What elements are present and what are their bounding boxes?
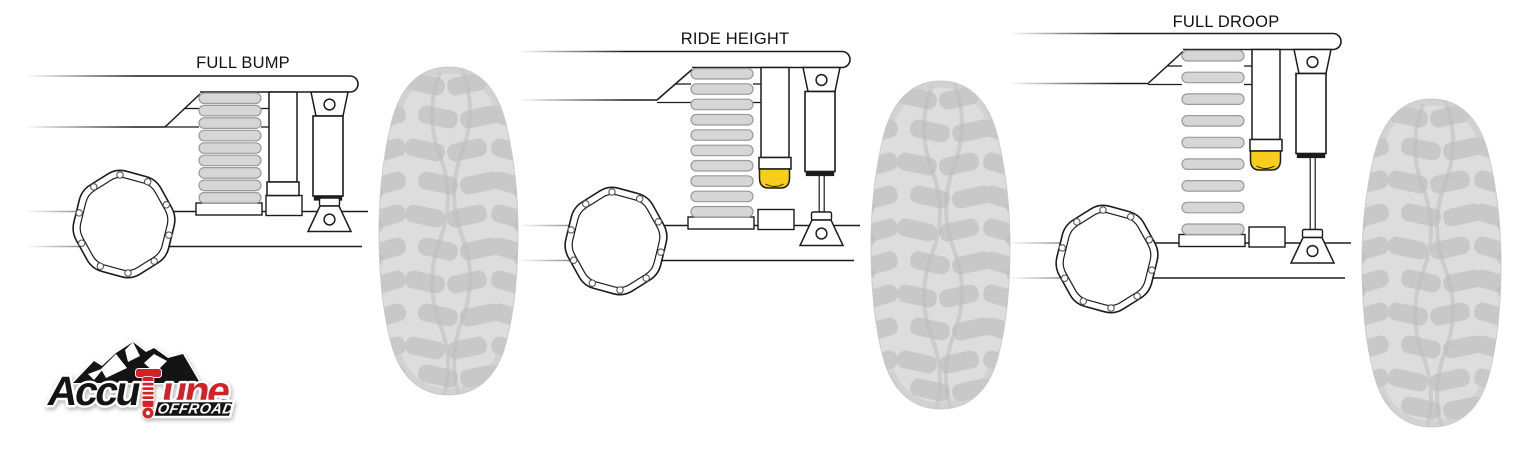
bump-stop: [1249, 48, 1283, 171]
bump-stop: [758, 66, 792, 189]
shock-absorber: [1289, 48, 1336, 264]
differential-cover: [564, 186, 668, 296]
panel-title-ride-height: RIDE HEIGHT: [680, 30, 790, 48]
panel-title-full-droop: FULL DROOP: [1172, 13, 1280, 31]
coil-spring: [198, 92, 262, 204]
logo-mountain-icon: [71, 340, 202, 385]
panel-title-full-bump: FULL BUMP: [196, 54, 290, 72]
suspension-panel-2: [1008, 32, 1511, 441]
logo-text-offroad: OFFROAD: [156, 402, 235, 418]
coil-spring: [690, 67, 754, 218]
logo-shock-icon: [135, 368, 162, 420]
accutune-offroad-logo: Accu une OFFROAD: [42, 340, 236, 420]
suspension-panel-0: [25, 67, 528, 408]
differential-cover: [1055, 204, 1159, 314]
bump-stop: [266, 91, 300, 197]
differential-cover: [72, 169, 176, 279]
logo-text-accu: Accu: [44, 368, 143, 414]
shock-absorber: [306, 91, 353, 233]
coil-spring: [1181, 49, 1245, 236]
suspension-panel-1: [517, 50, 1020, 423]
logo-offroad-badge: OFFROAD: [151, 399, 236, 419]
shock-absorber: [798, 66, 845, 247]
